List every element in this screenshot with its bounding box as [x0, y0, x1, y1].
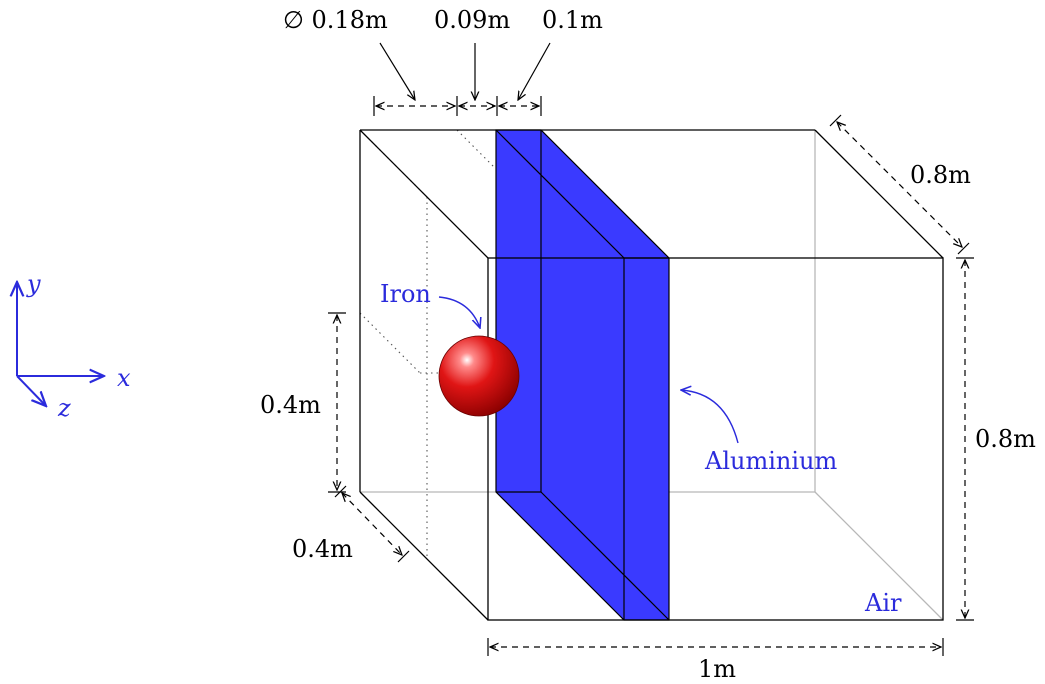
plate-thickness-label: 0.1m — [542, 6, 603, 34]
width-bottom-dimension — [487, 638, 944, 656]
y-axis-label: y — [26, 270, 41, 298]
height-right-dimension — [956, 257, 974, 621]
x-axis-label: x — [117, 364, 131, 392]
iron-label: Iron — [380, 280, 431, 308]
height-right-label: 0.8m — [975, 425, 1036, 453]
air-label: Air — [864, 589, 902, 617]
axes-glyph: y x z — [17, 270, 131, 422]
depth-top-dimension — [829, 114, 970, 255]
top-dimension-line — [373, 42, 551, 116]
z-axis-label: z — [57, 394, 71, 422]
iron-sphere — [438, 335, 520, 417]
z-axis-arrow — [16, 375, 46, 406]
depth-sphere-dimension — [334, 485, 410, 563]
aluminium-label: Aluminium — [704, 447, 837, 475]
aluminium-plate — [495, 129, 670, 621]
depth-top-label: 0.8m — [910, 161, 971, 189]
gap-label: 0.09m — [434, 6, 510, 34]
height-sphere-label: 0.4m — [260, 391, 321, 419]
width-bottom-label: 1m — [698, 655, 736, 683]
depth-sphere-label: 0.4m — [292, 535, 353, 563]
aluminium-front-face — [495, 129, 670, 621]
aluminium-pointer — [681, 390, 739, 444]
diameter-label: ∅ 0.18m — [283, 6, 388, 34]
height-sphere-dimension — [328, 312, 346, 493]
iron-pointer — [438, 296, 480, 328]
